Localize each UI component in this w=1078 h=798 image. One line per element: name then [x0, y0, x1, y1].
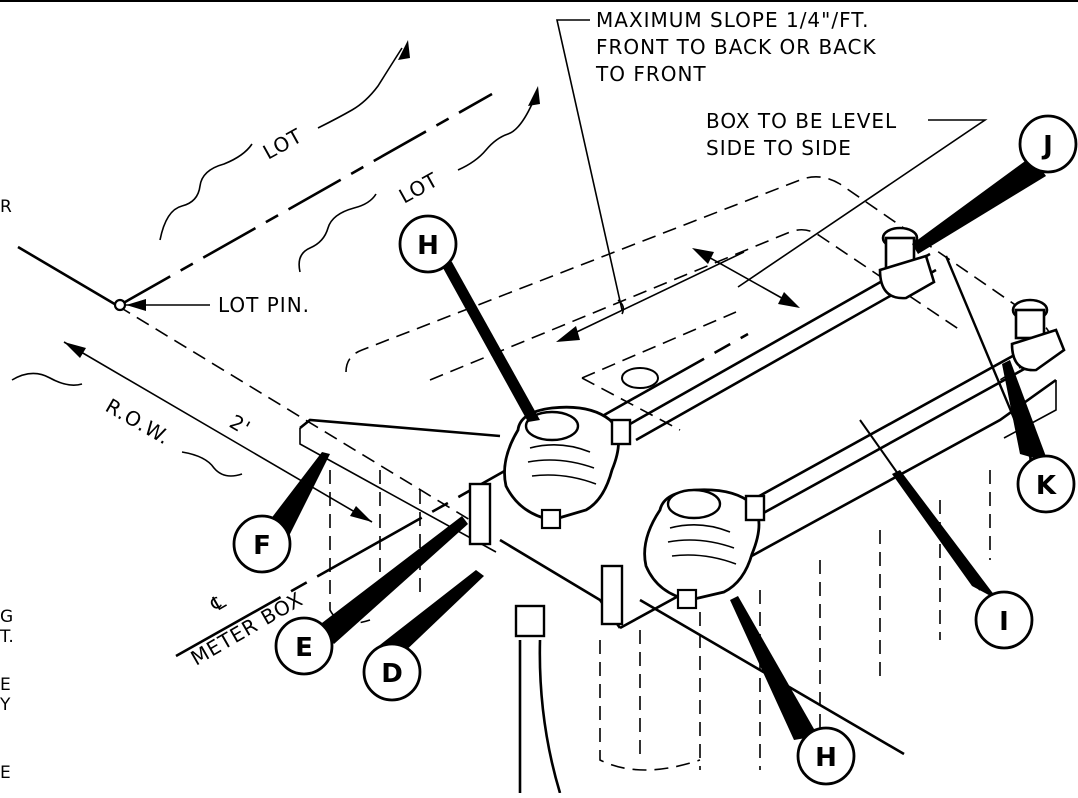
water-meter-upper — [503, 405, 620, 530]
callout-f: F — [232, 514, 292, 574]
row-arrowhead-end — [350, 506, 372, 522]
lot-line-upper — [117, 92, 493, 308]
callout-k: K — [1016, 454, 1076, 514]
lot-lower-arrowhead — [528, 86, 540, 106]
lot-pin-arrowhead — [126, 299, 146, 311]
supply-pipe-upper — [629, 252, 937, 442]
row-label: R.O.W. — [102, 394, 175, 450]
meter-box-centerline — [175, 332, 749, 658]
inlet-pipe-fitting — [514, 604, 546, 638]
angle-valve-upper — [878, 226, 936, 300]
lot-lower-label: LOT — [395, 167, 443, 208]
callout-e-leader — [318, 516, 468, 644]
callout-d-leader — [376, 570, 484, 658]
level-note-line-1: BOX TO BE LEVEL — [706, 109, 897, 133]
lot-lower-wave-right — [457, 103, 533, 171]
box-rim-left — [299, 418, 501, 438]
edge-fragment-r: R — [0, 197, 12, 217]
lot-line-left — [17, 245, 119, 308]
centerline-symbol: ℄ — [206, 589, 231, 617]
inlet-pipe-right-edge — [538, 639, 562, 794]
callout-e: E — [274, 616, 334, 676]
callout-i: I — [974, 590, 1034, 650]
inlet-stub-right — [600, 564, 624, 626]
callout-d: D — [362, 642, 422, 702]
callout-e-letter: E — [295, 633, 313, 663]
callout-h-bottom-leader — [730, 596, 818, 740]
lot-upper-wave-left — [159, 143, 253, 241]
slope-leader-tick — [617, 299, 625, 315]
lid-reading-port — [621, 367, 659, 389]
coupling-lower — [744, 494, 766, 522]
slope-leader-line — [556, 19, 623, 311]
level-arrow-shaft — [695, 249, 797, 307]
supply-pipe-lower — [751, 350, 1027, 518]
edge-fragment-y: Y — [0, 695, 11, 715]
level-arrowhead-end — [778, 292, 800, 308]
lot-lower-wave-left — [298, 193, 377, 273]
lot-pin-marker — [113, 298, 127, 312]
callout-h-bottom-letter: H — [815, 743, 837, 773]
coupling-upper — [610, 418, 632, 446]
callout-f-letter: F — [253, 531, 271, 561]
box-wall-ribs — [329, 448, 1031, 771]
callout-i-leader — [892, 470, 998, 600]
slope-note-line-3: TO FRONT — [595, 62, 707, 86]
inlet-stub-left — [468, 482, 492, 546]
callout-j-leader — [912, 156, 1046, 254]
callout-j: J — [1018, 114, 1078, 174]
edge-fragment-t: T. — [0, 627, 14, 647]
lot-upper-wave-right — [317, 47, 403, 129]
row-arrowhead-start — [64, 342, 86, 358]
two-foot-label: 2' — [226, 410, 256, 441]
lot-upper-arrowhead — [398, 40, 410, 60]
edge-fragment-e2: E — [0, 763, 11, 783]
callout-h-top-letter: H — [417, 231, 439, 261]
level-arrowhead-start — [692, 248, 714, 264]
callout-h-bottom: H — [796, 726, 856, 786]
callout-k-letter: K — [1036, 471, 1057, 501]
slope-arrow-shaft — [559, 251, 745, 341]
level-note-line-2: SIDE TO SIDE — [706, 136, 852, 160]
property-line-lower — [117, 305, 471, 521]
slope-note-line-1: MAXIMUM SLOPE 1/4"/FT. — [596, 8, 869, 32]
callout-k-leader — [1002, 360, 1048, 462]
water-meter-lower — [643, 488, 761, 610]
edge-fragment-e: E — [0, 675, 11, 695]
row-wave-left — [11, 372, 83, 386]
callout-h-top: H — [398, 214, 458, 274]
lot-pin-label: LOT PIN. — [218, 293, 310, 317]
row-wave-right — [181, 451, 243, 477]
callout-i-letter: I — [999, 607, 1009, 637]
edge-fragment-g: G — [0, 607, 13, 627]
callout-d-letter: D — [381, 659, 403, 689]
slope-arrowhead — [556, 326, 580, 342]
level-leader-line — [737, 119, 988, 288]
lot-upper-label: LOT — [259, 123, 307, 164]
angle-valve-lower — [1010, 298, 1066, 372]
callout-f-leader — [270, 452, 330, 538]
callout-h-top-leader — [432, 248, 540, 422]
slope-note-line-2: FRONT TO BACK OR BACK — [596, 35, 877, 59]
box-rim-left-lower — [299, 428, 497, 553]
row-dimension-line — [63, 341, 373, 523]
callout-j-letter: J — [1041, 131, 1053, 161]
